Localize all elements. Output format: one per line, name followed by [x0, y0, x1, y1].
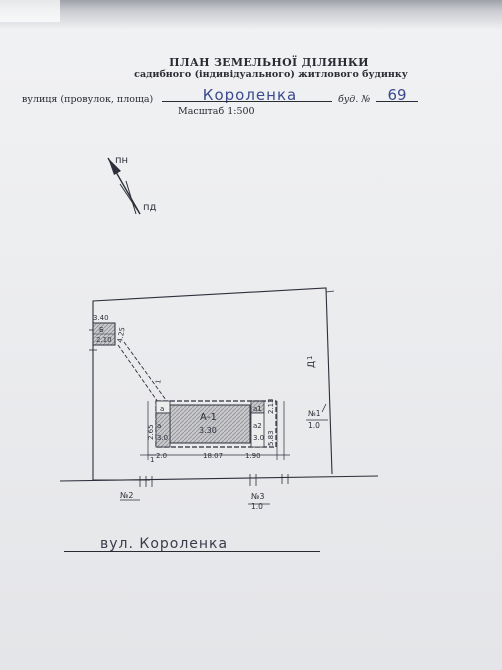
- building-underline: [376, 101, 418, 102]
- gate3-label: №3: [251, 492, 264, 501]
- house-a1: [155, 400, 277, 448]
- right-annex-label: а1: [253, 405, 262, 413]
- gate2-label: №2: [120, 491, 133, 500]
- house-height: 3.30: [199, 426, 217, 435]
- diagonal-path: [117, 341, 167, 403]
- house-label: А-1: [200, 412, 217, 423]
- top-highlight: [0, 0, 60, 22]
- document-subtitle: садибного (індивідуального) житлового бу…: [134, 69, 408, 80]
- right-annex-height: 3.0: [253, 434, 264, 442]
- street-underline: [162, 101, 332, 102]
- shed-width: 3.40: [93, 314, 109, 322]
- left-offset: 2.0: [156, 452, 167, 460]
- gate1-value: 1.0: [308, 421, 320, 430]
- gate-markers: [120, 403, 328, 505]
- left-annex-label: а: [160, 405, 164, 413]
- right-depth-top: 2.13: [267, 398, 275, 414]
- house-length: 18.07: [203, 452, 223, 460]
- path-label: 1: [154, 379, 163, 384]
- small-label: 1: [150, 456, 154, 464]
- building-value: 69: [387, 86, 407, 104]
- right-offset: 1.90: [245, 452, 261, 460]
- compass-arrow-icon: [107, 157, 141, 215]
- shed-depth: 4.25: [116, 327, 127, 344]
- shed-height: 2.10: [96, 336, 112, 344]
- well-label: Д: [307, 361, 317, 368]
- shed-label: Б: [99, 326, 104, 334]
- compass-south-label: пд: [143, 202, 157, 213]
- top-shadow: [0, 0, 502, 30]
- bottom-street-label: вул. Короленка: [100, 536, 229, 552]
- dimension-lines: [140, 401, 290, 460]
- shed-b: [92, 322, 116, 346]
- gate3-value: 1.0: [251, 502, 263, 511]
- street-label: вулиця (провулок, площа): [22, 94, 154, 105]
- lot-boundary: [59, 287, 379, 482]
- scale-label: Масштаб 1:500: [178, 106, 255, 117]
- gate1-label: №1: [308, 409, 321, 418]
- document-title: ПЛАН ЗЕМЕЛЬНОЇ ДІЛЯНКИ: [169, 56, 369, 69]
- right-depth: 5.83: [267, 430, 275, 446]
- left-depth: 2.65: [147, 424, 155, 440]
- left-annex-height: 3.0: [157, 434, 168, 442]
- street-value: Короленка: [202, 86, 298, 104]
- bottom-street-underline: [64, 551, 320, 552]
- right-annex-sub: а2: [253, 422, 262, 430]
- compass-north-label: пн: [115, 155, 128, 166]
- fence-label: 1: [306, 356, 314, 360]
- building-label: буд. №: [338, 94, 371, 105]
- left-annex-sub: а: [157, 422, 161, 430]
